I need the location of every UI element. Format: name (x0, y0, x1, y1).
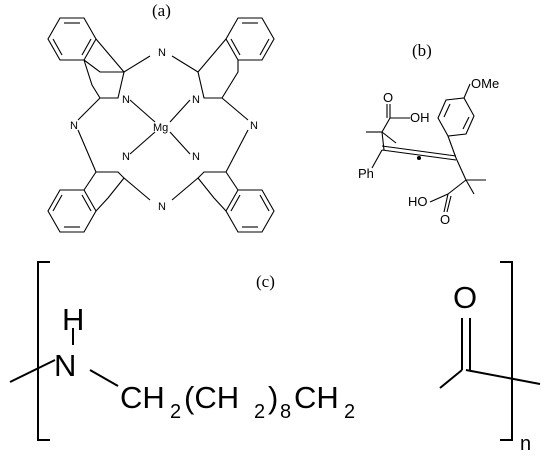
panel-label-c: (c) (256, 272, 275, 291)
panel-c-polymer-repeat-unit (9, 261, 541, 441)
carbonyl-o: O (453, 280, 477, 315)
top-carbonyl-o: O (383, 90, 393, 105)
panel-b-allene-diacid (366, 83, 486, 213)
amine-h: H (62, 302, 84, 337)
benzene-ring-top-right (225, 17, 275, 61)
pyrrole-n-bottom-left: N (122, 151, 130, 163)
magnesium-center: Mg (153, 122, 168, 134)
repeat-count-8: 8 (280, 401, 291, 423)
top-hydroxyl: OH (410, 110, 430, 125)
pyrrole-n-top-left: N (122, 94, 130, 106)
panel-c-labels: H N O CH 2 (CH 2 ) 8 CH 2 n (54, 280, 531, 455)
left-bracket (37, 261, 50, 441)
ch2-last-subscript: 2 (344, 401, 355, 423)
ch2-repeat-close: ) (268, 380, 278, 415)
ch2-repeat-subscript: 2 (254, 401, 265, 423)
benzene-ring-top-left (47, 17, 97, 61)
panel-label-b: (b) (412, 41, 432, 60)
methoxy-label: OMe (471, 76, 499, 91)
bottom-carbonyl-o: O (440, 212, 450, 227)
panel-a-mg-phthalocyanine (47, 17, 275, 233)
right-bracket (500, 261, 513, 441)
bottom-hydroxyl: HO (408, 194, 428, 209)
pyrrole-n-top-right: N (192, 94, 200, 106)
benzene-ring-bottom-left (47, 189, 97, 233)
panel-b-atom-labels: O OH Ph OMe HO O (358, 76, 499, 227)
meso-n-right: N (250, 120, 258, 132)
ch2-first-subscript: 2 (170, 401, 181, 423)
panel-label-a: (a) (152, 1, 171, 20)
repeat-unit-n: n (520, 433, 531, 455)
pyrrole-n-bottom-right: N (192, 151, 200, 163)
meso-n-left: N (70, 120, 78, 132)
panel-a-atom-labels: N N N N N N N N Mg (70, 47, 258, 213)
amine-n: N (54, 348, 76, 383)
phenyl-label: Ph (358, 166, 374, 181)
ch2-repeat-open: (CH (184, 380, 239, 415)
meso-n-top: N (158, 47, 166, 59)
ch2-first: CH (120, 380, 165, 415)
ch2-last: CH (294, 380, 339, 415)
benzene-ring-bottom-right (225, 189, 275, 233)
meso-n-bottom: N (158, 201, 166, 213)
